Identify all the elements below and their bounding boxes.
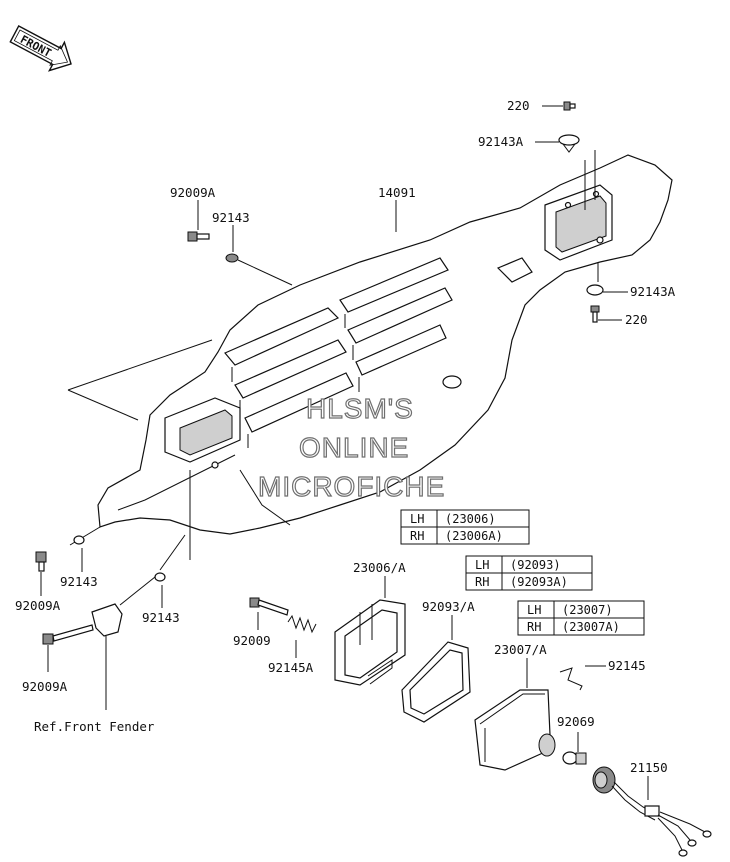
bulb: 92069 — [557, 714, 595, 765]
watermark-line2: ONLINE — [299, 432, 409, 463]
label-92143A-top: 92143A — [478, 134, 524, 149]
right-housing — [544, 184, 613, 261]
label-92069: 92069 — [557, 714, 595, 729]
table-92093-row1-part: (92093) — [510, 558, 561, 572]
label-92093: 92093/A — [422, 599, 475, 614]
washer-92143-left: 92143 — [60, 535, 98, 589]
table-92093: LH (92093) RH (92093A) — [465, 555, 593, 591]
collar-92143-top: 92143 — [212, 210, 293, 286]
nut-92143A-top: 92143A — [478, 134, 580, 153]
label-21150: 21150 — [630, 760, 668, 775]
washer-92143-mid: 92143 — [119, 470, 191, 625]
headlight-frame: 23006/A — [334, 560, 406, 686]
headlight-case — [97, 154, 673, 535]
gasket: 92093/A — [401, 599, 475, 723]
label-92009A-left: 92009A — [15, 598, 61, 613]
label-92143-mid: 92143 — [142, 610, 180, 625]
label-92009A-bottom: 92009A — [22, 679, 68, 694]
table-23007-row1-part: (23007) — [562, 603, 613, 617]
table-23006-row2-part: (23006A) — [445, 529, 503, 543]
bolt-220-right: 220 — [590, 305, 648, 327]
bolt-92009: 92009 — [233, 597, 289, 648]
label-23006: 23006/A — [353, 560, 406, 575]
label-23007: 23007/A — [494, 642, 547, 657]
label-14091: 14091 — [378, 185, 416, 200]
label-92145A: 92145A — [268, 660, 314, 675]
lens-unit: 23007/A — [474, 642, 556, 771]
table-92093-row1-side: LH — [475, 558, 489, 572]
bolt-92009A-top: 92009A — [170, 185, 216, 242]
label-92145: 92145 — [608, 658, 646, 673]
bolt-92009A-left: 92009A — [15, 551, 61, 613]
bolt-220-top: 220 — [507, 98, 576, 113]
table-23007-row1-side: LH — [527, 603, 541, 617]
front-arrow-icon: FRONT — [9, 25, 72, 72]
table-23007-row2-side: RH — [527, 620, 541, 634]
label-92009A-top: 92009A — [170, 185, 216, 200]
socket-harness: 21150 — [592, 760, 712, 857]
label-ref-front-fender: Ref.Front Fender — [34, 719, 155, 734]
clip-92145: 92145 — [559, 658, 646, 691]
table-23006: LH (23006) RH (23006A) — [400, 509, 530, 545]
table-92093-row2-part: (92093A) — [510, 575, 568, 589]
table-23006-row1-side: LH — [410, 512, 424, 526]
table-92093-row2-side: RH — [475, 575, 489, 589]
watermark-line1: HLSM'S — [306, 393, 414, 424]
watermark: HLSM'S ONLINE MICROFICHE — [257, 392, 445, 502]
label-14091-group: 14091 — [378, 185, 416, 232]
left-housing — [164, 397, 241, 469]
label-220-right: 220 — [625, 312, 648, 327]
vent-slats — [224, 257, 453, 448]
nut-92143A-right: 92143A — [586, 262, 676, 299]
label-92143-top: 92143 — [212, 210, 250, 225]
front-fender-bracket: Ref.Front Fender — [34, 603, 155, 734]
watermark-line3: MICROFICHE — [258, 471, 445, 502]
table-23007-row2-part: (23007A) — [562, 620, 620, 634]
case-boss — [442, 375, 462, 389]
table-23006-row1-part: (23006) — [445, 512, 496, 526]
table-23007: LH (23007) RH (23007A) — [517, 600, 645, 636]
label-92009: 92009 — [233, 633, 271, 648]
label-92143A-right: 92143A — [630, 284, 676, 299]
table-23006-row2-side: RH — [410, 529, 424, 543]
spring-92145A: 92145A — [268, 614, 317, 675]
case-bracket — [496, 257, 533, 283]
label-92143-left: 92143 — [60, 574, 98, 589]
bolt-92009A-bottom: 92009A — [22, 624, 94, 694]
label-220-top: 220 — [507, 98, 530, 113]
